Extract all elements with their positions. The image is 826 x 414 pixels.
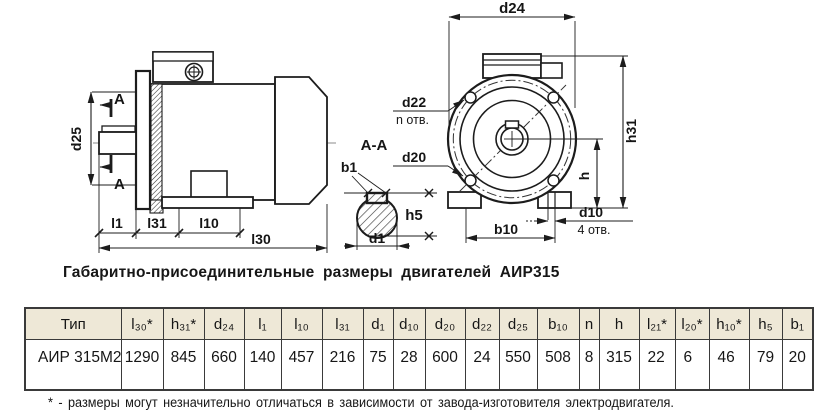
front-view-labels: d24 d22 n отв. d20 h31 h b10 d10 4 отв. (396, 0, 639, 237)
header-cell: h₃₁* (162, 307, 205, 340)
dim-label-h5: h5 (405, 207, 423, 224)
header-cell: h₅ (748, 307, 783, 340)
header-cell: d₂₄ (203, 307, 245, 340)
value-cell: 660 (203, 339, 245, 391)
dim-label-d20: d20 (402, 149, 426, 165)
page-title: Габаритно-присоединительные размеры двиг… (63, 264, 560, 281)
foot-base (161, 196, 254, 209)
value-cell: 20 (781, 339, 814, 391)
dim-label-h: h (576, 172, 592, 181)
header-cell: h (598, 307, 640, 340)
foot-left (447, 191, 482, 209)
section-title: A-A (361, 137, 388, 154)
value-cell: 75 (362, 339, 394, 391)
section-view-labels: A-A b1 h5 d1 (341, 137, 423, 246)
value-cell: 79 (748, 339, 783, 391)
shaft (98, 131, 137, 155)
header-cell: h₁₀* (708, 307, 750, 340)
header-cell: d₁₀ (392, 307, 426, 340)
value-cell: 46 (708, 339, 750, 391)
value-cell: 457 (280, 339, 323, 391)
keyway-front (504, 120, 520, 129)
header-cell: l₁ (243, 307, 282, 340)
header-cell: l₃₁ (321, 307, 364, 340)
value-cell: 1290 (120, 339, 164, 391)
value-cell: 22 (638, 339, 676, 391)
value-cell-type: АИР 315М2 (24, 339, 122, 391)
header-cell: d₂₅ (498, 307, 538, 340)
header-cell: l₃₀* (120, 307, 164, 340)
stator-edge-hatch (150, 83, 163, 201)
header-cell: d₂₀ (424, 307, 466, 340)
dimensions-table: Тип l₃₀* h₃₁* d₂₄ l₁ l₁₀ l₃₁ d₁ d₁₀ d₂₀ … (24, 307, 814, 391)
footnote: * - размеры могут незначительно отличать… (48, 395, 674, 410)
header-cell: l₂₁* (638, 307, 676, 340)
dim-label-l30: l30 (251, 231, 271, 247)
bolt-hole (547, 174, 560, 187)
dim-label-d10: d10 (579, 204, 603, 220)
label-n-holes: n отв. (396, 113, 429, 127)
dim-label-d25: d25 (68, 127, 84, 151)
dim-label-l10: l10 (199, 215, 219, 231)
side-view (87, 51, 338, 253)
header-cell: b₁ (781, 307, 814, 340)
bolt-hole (547, 91, 560, 104)
dim-label-d1: d1 (369, 230, 386, 246)
section-label-a-bottom: A (114, 176, 125, 193)
dim-label-l1: l1 (111, 215, 123, 231)
bolt-hole (464, 174, 477, 187)
dim-label-l31: l31 (147, 215, 167, 231)
bolt-hole (464, 91, 477, 104)
data-row: АИР 315М2 1290 845 660 140 457 216 75 28… (24, 339, 814, 391)
header-cell: d₂₂ (464, 307, 500, 340)
header-cell: n (578, 307, 600, 340)
dim-label-h31: h31 (623, 119, 639, 143)
dim-label-b1: b1 (341, 159, 358, 175)
header-cell: l₁₀ (280, 307, 323, 340)
dim-label-d24: d24 (499, 0, 526, 17)
foot-pad (190, 170, 228, 199)
header-cell-type: Тип (24, 307, 122, 340)
value-cell: 24 (464, 339, 500, 391)
value-cell: 550 (498, 339, 538, 391)
value-cell: 315 (598, 339, 640, 391)
value-cell: 508 (536, 339, 580, 391)
flange (134, 69, 152, 211)
front-view (393, 13, 633, 243)
header-cell: l₂₀* (674, 307, 710, 340)
section-label-a-top: A (114, 91, 125, 108)
value-cell: 6 (674, 339, 710, 391)
header-row: Тип l₃₀* h₃₁* d₂₄ l₁ l₁₀ l₃₁ d₁ d₁₀ d₂₀ … (24, 307, 814, 340)
value-cell: 140 (243, 339, 282, 391)
section-view (344, 172, 437, 250)
value-cell: 8 (578, 339, 600, 391)
motor-dimension-drawing: A A d25 l1 l31 l10 l30 (68, 0, 639, 253)
rear-bell (274, 76, 328, 205)
value-cell: 845 (162, 339, 205, 391)
dim-label-b10: b10 (494, 221, 518, 237)
dim-label-d22: d22 (402, 94, 426, 110)
value-cell: 28 (392, 339, 426, 391)
header-cell: d₁ (362, 307, 394, 340)
header-cell: b₁₀ (536, 307, 580, 340)
value-cell: 216 (321, 339, 364, 391)
value-cell: 600 (424, 339, 466, 391)
side-view-labels: A A d25 l1 l31 l10 l30 (68, 91, 271, 247)
label-four-holes: 4 отв. (578, 223, 611, 237)
